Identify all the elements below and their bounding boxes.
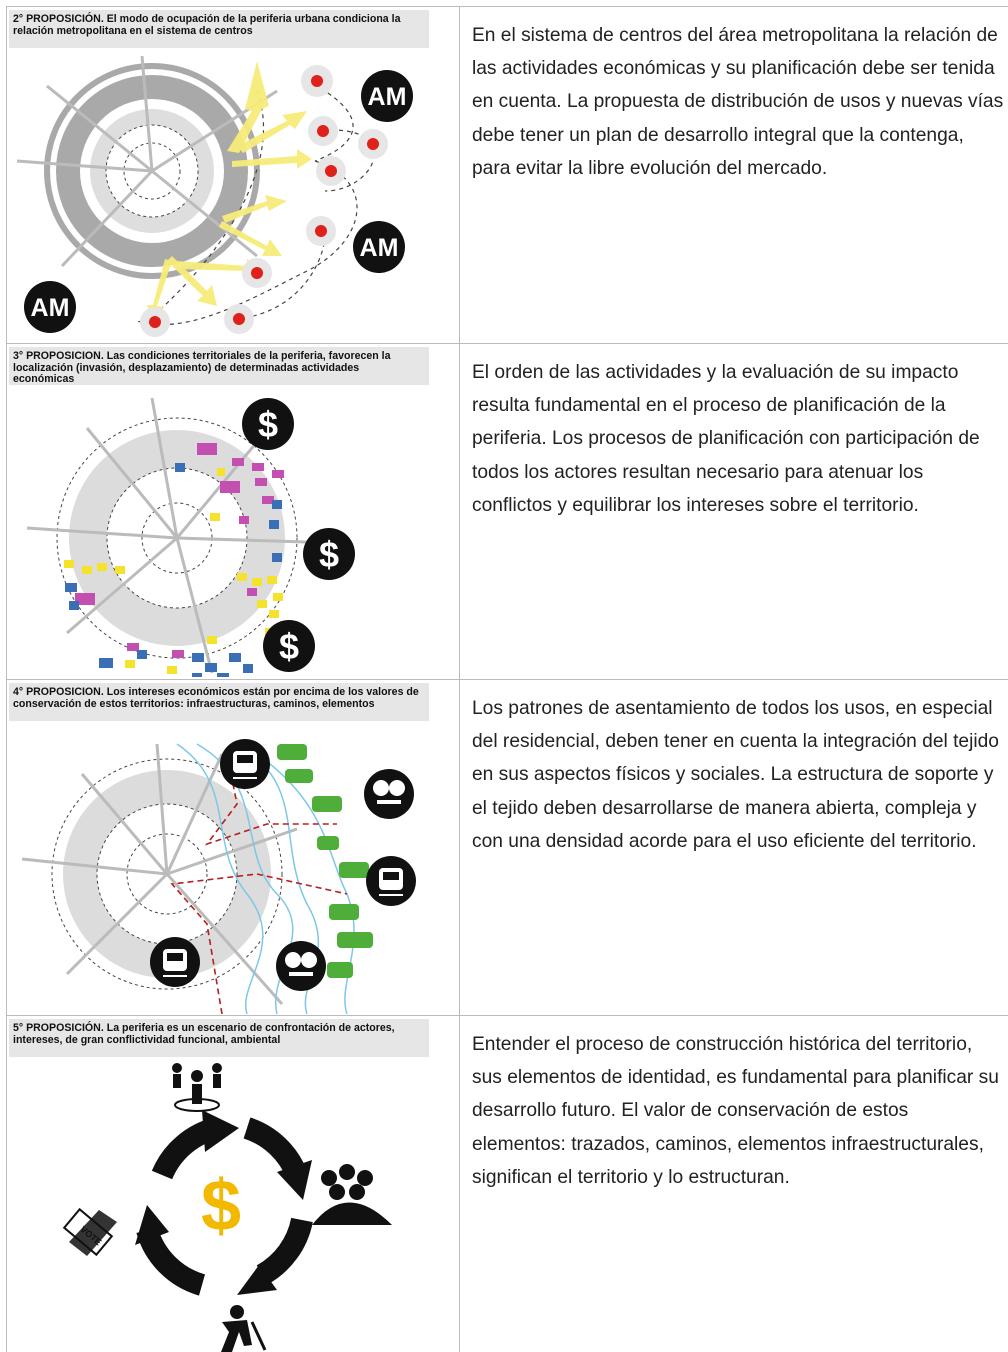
dollar-badge: $ bbox=[242, 398, 294, 450]
infrastructure-diagram bbox=[21, 739, 416, 1014]
am-badge: AM bbox=[361, 70, 413, 122]
proposition-title: 4° PROPOSICION. Los intereses económicos… bbox=[9, 683, 429, 721]
svg-text:AM: AM bbox=[360, 234, 399, 262]
proposition-row-3: 3° PROPOSICION. Las condiciones territor… bbox=[7, 344, 1008, 680]
proposition-row-4: 4° PROPOSICION. Los intereses económicos… bbox=[7, 680, 1008, 1016]
proposition-row-2: 2° PROPOSICIÓN. El modo de ocupación de … bbox=[7, 7, 1008, 344]
dollar-badge: $ bbox=[303, 528, 355, 580]
proposition-text: En el sistema de centros del área metrop… bbox=[472, 25, 1004, 179]
people-icon bbox=[172, 1063, 222, 1112]
svg-text:$: $ bbox=[258, 404, 278, 445]
text-cell: Los patrones de asentamiento de todos lo… bbox=[460, 680, 1008, 1015]
worker-icon bbox=[221, 1305, 267, 1352]
economic-activities-diagram: $ $ $ bbox=[26, 397, 355, 677]
metropolitan-centers-diagram: AM AM AM bbox=[16, 55, 413, 337]
proposition-title: 2° PROPOSICIÓN. El modo de ocupación de … bbox=[9, 10, 429, 48]
am-badge: AM bbox=[24, 281, 76, 333]
train-icon bbox=[150, 937, 200, 987]
park-icon bbox=[276, 941, 326, 991]
svg-text:AM: AM bbox=[368, 83, 407, 111]
diagram-cell: 3° PROPOSICION. Las condiciones territor… bbox=[7, 344, 460, 679]
proposition-text: Entender el proceso de construcción hist… bbox=[472, 1034, 999, 1188]
text-cell: Entender el proceso de construcción hist… bbox=[460, 1016, 1008, 1352]
dollar-icon: $ bbox=[201, 1166, 241, 1246]
svg-text:AM: AM bbox=[31, 294, 70, 322]
proposition-title: 3° PROPOSICION. Las condiciones territor… bbox=[9, 347, 429, 385]
diagram-cell: 2° PROPOSICIÓN. El modo de ocupación de … bbox=[7, 7, 460, 343]
crowd-icon bbox=[312, 1164, 392, 1225]
diagram-cell: 5° PROPOSICIÓN. La periferia es un escen… bbox=[7, 1016, 460, 1352]
am-badge: AM bbox=[353, 221, 405, 273]
svg-text:$: $ bbox=[279, 626, 299, 667]
proposition-text: Los patrones de asentamiento de todos lo… bbox=[472, 698, 999, 852]
proposition-row-5: 5° PROPOSICIÓN. La periferia es un escen… bbox=[7, 1016, 1008, 1352]
park-icon bbox=[364, 769, 414, 819]
train-icon bbox=[220, 739, 270, 789]
proposition-title: 5° PROPOSICIÓN. La periferia es un escen… bbox=[9, 1019, 429, 1057]
actors-conflict-diagram: $ VOTE bbox=[62, 1063, 392, 1352]
dollar-badge: $ bbox=[263, 620, 315, 672]
proposition-text: El orden de las actividades y la evaluac… bbox=[472, 362, 980, 516]
diagram-cell: 4° PROPOSICION. Los intereses económicos… bbox=[7, 680, 460, 1015]
train-icon bbox=[366, 856, 416, 906]
svg-text:$: $ bbox=[319, 534, 339, 575]
propositions-table: 2° PROPOSICIÓN. El modo de ocupación de … bbox=[6, 6, 1008, 1352]
text-cell: En el sistema de centros del área metrop… bbox=[460, 7, 1008, 343]
text-cell: El orden de las actividades y la evaluac… bbox=[460, 344, 1008, 679]
vote-money-icon: VOTE bbox=[62, 1207, 117, 1257]
